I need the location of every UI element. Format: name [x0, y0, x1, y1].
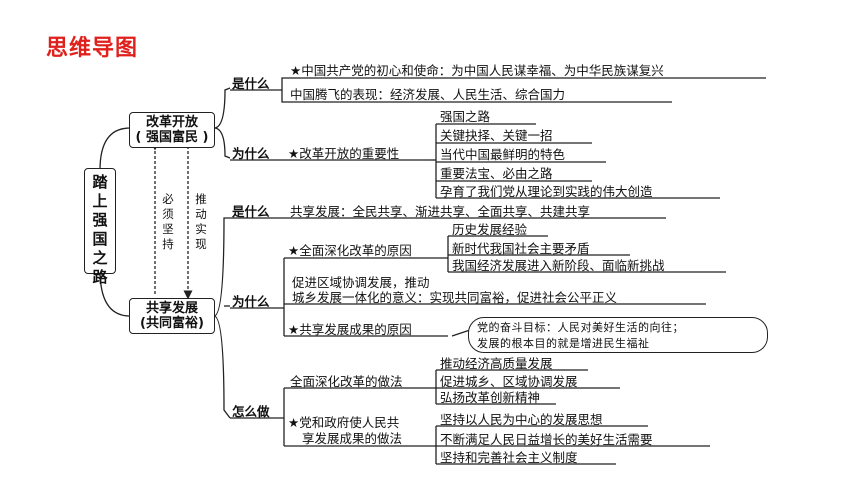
- how1-item-3: 弘扬改革创新精神: [440, 390, 541, 405]
- reform-what-label: 是什么: [232, 76, 270, 91]
- shared-line2: (共同富裕): [140, 316, 204, 331]
- reform-why-label: 为什么: [232, 146, 270, 161]
- reform-why-sub: ★改革开放的重要性: [288, 146, 400, 161]
- speech-bubble: 党的奋斗目标：人民对美好生活的向往； 发展的根本目的就是增进民生福祉: [468, 317, 768, 353]
- reform-why-item-3: 当代中国最鲜明的特色: [440, 147, 566, 162]
- link-label-left: 必须坚持: [161, 192, 175, 252]
- meaning-line-1: 促进区域协调发展，推动: [292, 275, 430, 290]
- how2-line-1: ★党和政府使人民共: [288, 415, 400, 430]
- reason1-item-3: 我国经济发展进入新阶段、面临新挑战: [452, 258, 665, 273]
- reform-why-item-1: 强国之路: [440, 109, 491, 124]
- page-title: 思维导图: [46, 36, 139, 61]
- reform-why-item-2: 关键抉择、关键一招: [440, 128, 553, 143]
- shared-line1: 共享发展: [145, 301, 198, 316]
- reason1-label: ★全面深化改革的原因: [288, 243, 412, 258]
- how2-item-3: 坚持和完善社会主义制度: [440, 450, 578, 465]
- meaning-line-2: 城乡发展一体化的意义：实现共同富裕，促进社会公平正义: [292, 290, 618, 305]
- shared-what-label: 是什么: [232, 204, 270, 219]
- how2-item-2: 不断满足人民日益增长的美好生活需要: [440, 432, 653, 447]
- reform-node: 改革开放 ( 强国富民 ): [129, 112, 215, 148]
- shared-how-label: 怎么做: [232, 404, 270, 419]
- reason1-item-1: 历史发展经验: [452, 222, 528, 237]
- bubble-line-1: 党的奋斗目标：人民对美好生活的向往；: [477, 321, 684, 334]
- link-label-right: 推动实现: [194, 192, 208, 252]
- shared-what-item: 共享发展：全民共享、渐进共享、全面共享、共建共享: [290, 204, 591, 219]
- root-node: 踏上强国之路: [84, 168, 116, 286]
- root-label: 踏上强国之路: [92, 173, 108, 286]
- how1-item-1: 推动经济高质量发展: [440, 356, 553, 371]
- reform-why-item-5: 孕育了我们党从理论到实践的伟大创造: [440, 184, 653, 199]
- reason2-label: ★共享发展成果的原因: [288, 322, 412, 337]
- bubble-line-2: 发展的根本目的就是增进民生福祉: [477, 337, 650, 350]
- shared-why-label: 为什么: [232, 294, 270, 309]
- reform-what-item-1: ★中国共产党的初心和使命：为中国人民谋幸福、为中华民族谋复兴: [290, 63, 664, 78]
- how2-item-1: 坚持以人民为中心的发展思想: [440, 412, 603, 427]
- reform-what-item-2: 中国腾飞的表现：经济发展、人民生活、综合国力: [290, 87, 566, 102]
- how1-item-2: 促进城乡、区域协调发展: [440, 374, 578, 389]
- reform-line2: ( 强国富民 ): [135, 130, 209, 145]
- shared-node: 共享发展 (共同富裕): [129, 298, 215, 334]
- how2-line-2: 享发展成果的做法: [302, 431, 403, 446]
- how1-label: 全面深化改革的做法: [290, 374, 403, 389]
- reason1-item-2: 新时代我国社会主要矛盾: [452, 241, 590, 256]
- reform-why-item-4: 重要法宝、必由之路: [440, 166, 553, 181]
- reform-line1: 改革开放: [145, 115, 198, 130]
